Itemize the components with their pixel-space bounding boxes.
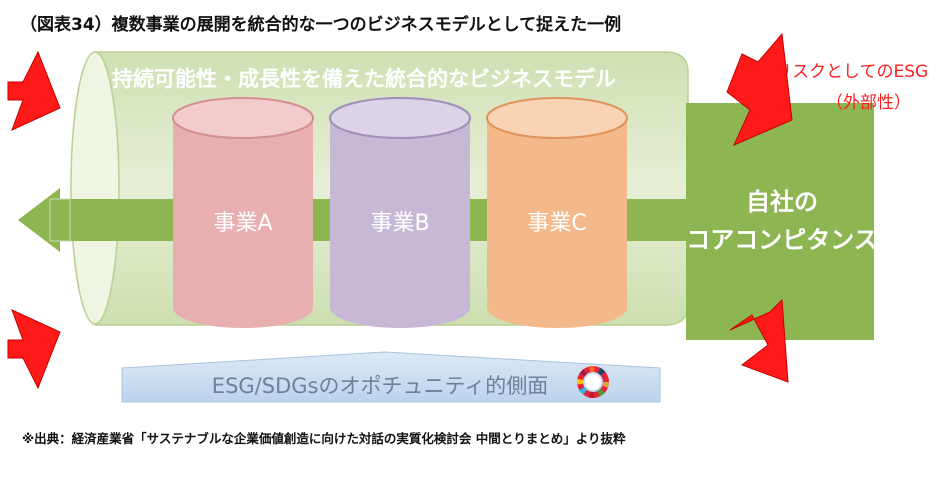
red-arrow-left-bottom [7,309,61,390]
core-line2: コアコンピタンス [686,226,878,254]
tube-label: 持続可能性・成長性を備えた統合的なビジネスモデル [112,67,616,91]
source-note: ※出典：経済産業省「サステナブルな企業価値創造に向けた対話の実質化検討会 中間と… [22,431,626,446]
risk-esg-label: リスクとしてのESG [775,62,928,82]
business-a-label: 事業A [213,211,272,236]
opportunity-band [121,351,661,403]
business-b-label: 事業B [370,211,429,236]
business-c-cylinder [486,97,628,328]
opportunity-label: ESG/SDGsのオポチュニティ的側面 [212,374,548,398]
business-b-cylinder [329,97,471,328]
externality-label: （外部性） [826,93,911,113]
sdgs-wheel-icon [577,366,609,398]
red-arrow-left-top [7,50,61,131]
red-arrow-right-bottom [729,298,789,383]
core-competence-box [686,103,874,340]
red-arrow-right-top [726,32,793,146]
business-c-label: 事業C [527,211,586,236]
business-a-cylinder [172,97,314,328]
page-title: （図表34）複数事業の展開を統合的な一つのビジネスモデルとして捉えた一例 [20,15,622,35]
core-line1: 自社の [746,188,818,216]
